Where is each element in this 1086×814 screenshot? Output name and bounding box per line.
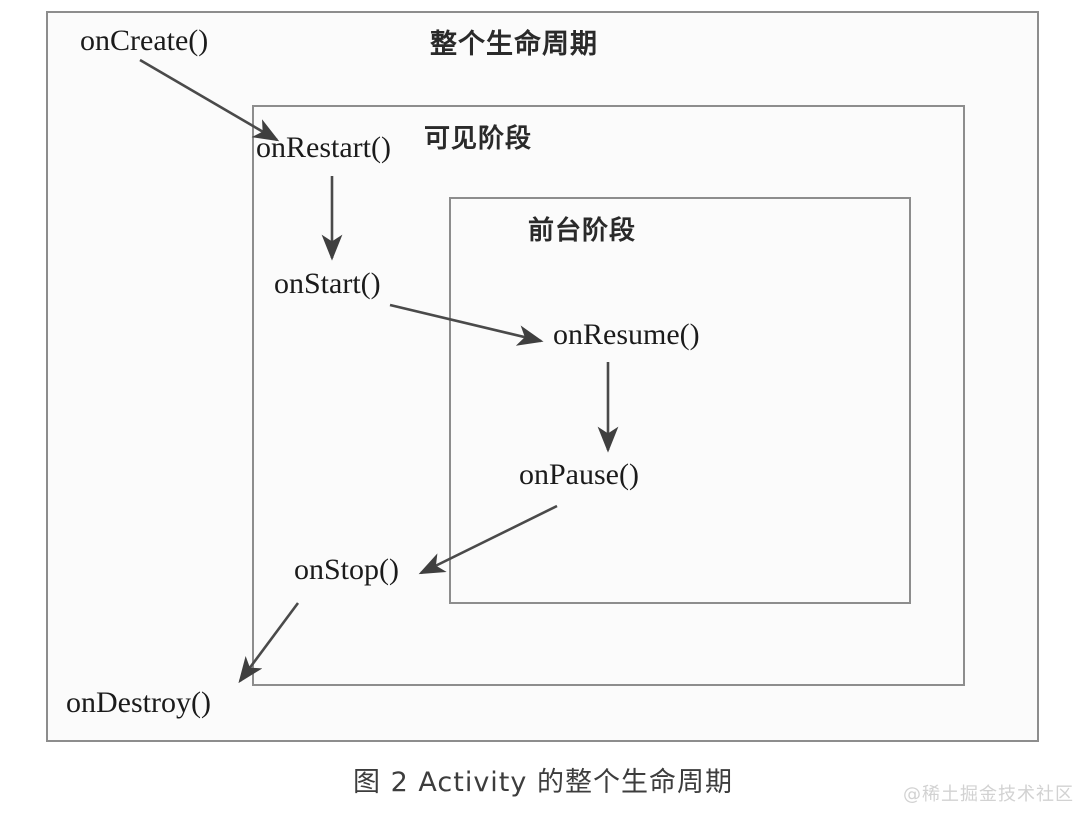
method-label-onpause: onPause() (519, 458, 639, 491)
foreground-phase-boundary-box (449, 197, 911, 604)
method-label-onstop: onStop() (294, 553, 399, 586)
method-label-ondestroy: onDestroy() (66, 686, 211, 719)
method-label-onstart: onStart() (274, 267, 381, 300)
watermark-label: @稀土掘金技术社区 (903, 784, 1074, 805)
figure-caption: 图 2 Activity 的整个生命周期 (353, 767, 733, 798)
method-label-oncreate: onCreate() (80, 24, 209, 57)
foreground-phase-label: 前台阶段 (528, 216, 637, 246)
visible-phase-label: 可见阶段 (424, 124, 533, 154)
visible-phase-boundary-box (252, 105, 965, 686)
method-label-onresume: onResume() (553, 318, 700, 351)
lifecycle-phase-label: 整个生命周期 (430, 29, 598, 60)
method-label-onrestart: onRestart() (256, 131, 391, 164)
